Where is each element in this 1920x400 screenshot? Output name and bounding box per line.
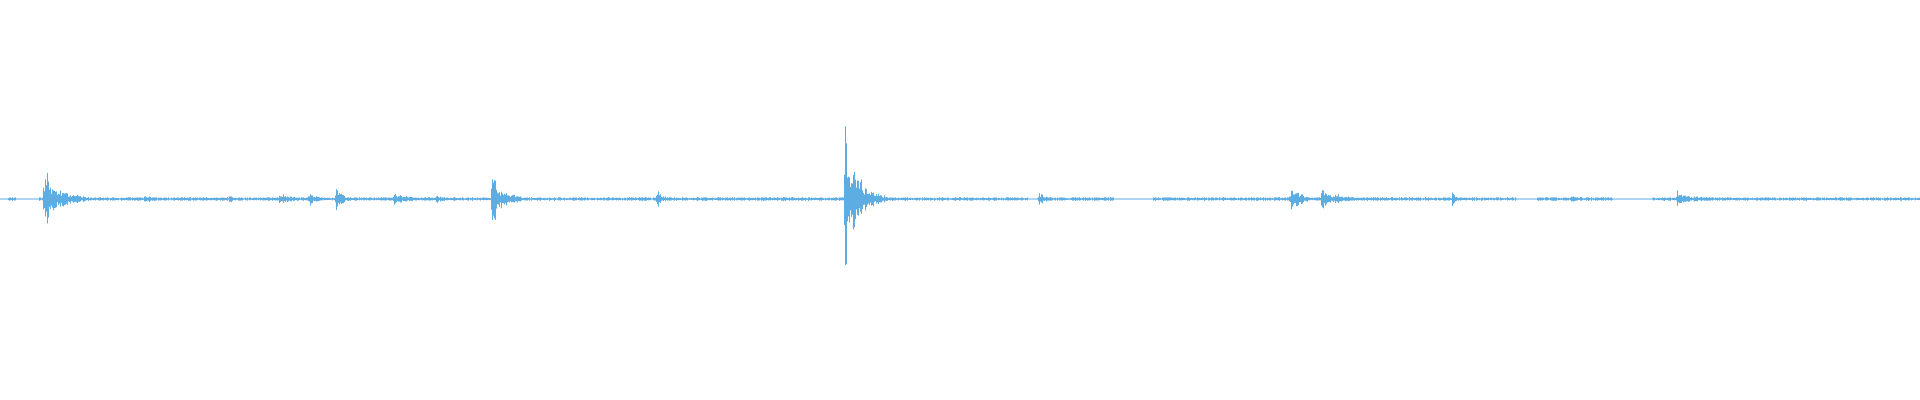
waveform-path	[0, 126, 1920, 266]
waveform-peaks	[0, 126, 1920, 266]
